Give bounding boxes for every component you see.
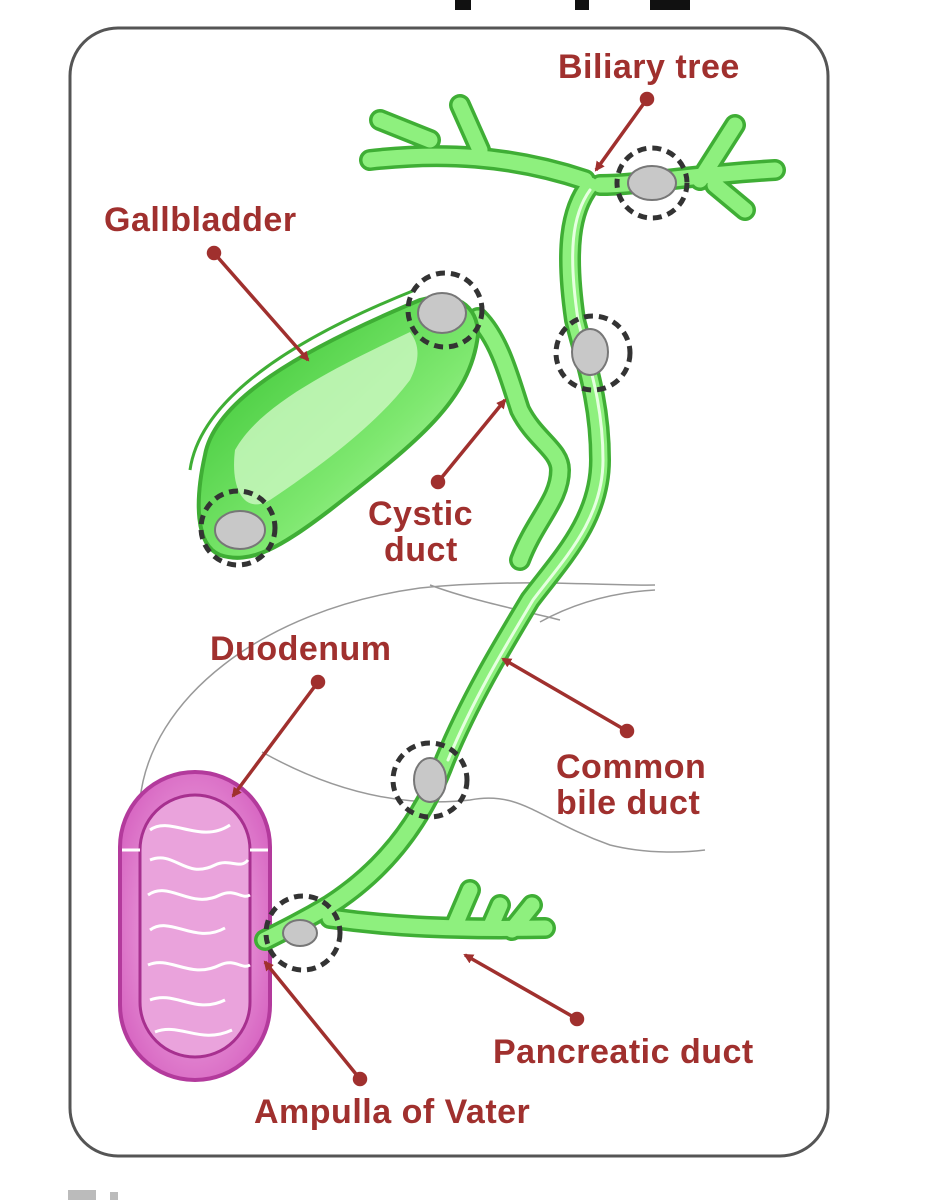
stone-common-bile-duct bbox=[390, 740, 470, 820]
arrow-cystic-duct bbox=[430, 398, 507, 490]
stone-hepatic-duct bbox=[553, 313, 633, 393]
label-biliary-tree: Biliary tree bbox=[558, 48, 740, 86]
duodenum bbox=[118, 770, 272, 1082]
arrow-duodenum bbox=[231, 674, 326, 798]
arrow-gallbladder bbox=[206, 245, 310, 362]
label-ampulla-of-vater: Ampulla of Vater bbox=[254, 1093, 530, 1131]
arrow-ampulla-of-vater bbox=[263, 960, 368, 1087]
arrow-pancreatic-duct bbox=[463, 953, 585, 1027]
arrow-biliary-tree bbox=[594, 91, 655, 172]
label-gallbladder: Gallbladder bbox=[104, 201, 297, 239]
labels: Biliary tree Gallbladder Cystic duct Duo… bbox=[104, 48, 754, 1131]
stone-gallbladder-neck bbox=[405, 270, 485, 350]
label-cystic-duct-line1: Cystic bbox=[368, 495, 473, 533]
label-common-bile-duct-line2: bile duct bbox=[556, 784, 700, 822]
stone-ampulla bbox=[263, 893, 343, 973]
stone-gallbladder-fundus bbox=[198, 488, 278, 568]
label-pancreatic-duct: Pancreatic duct bbox=[493, 1033, 754, 1071]
clipped-caption-fragment bbox=[68, 1190, 118, 1200]
arrow-common-bile-duct bbox=[501, 657, 635, 739]
label-cystic-duct-line2: duct bbox=[384, 531, 458, 569]
stone-markers bbox=[198, 145, 690, 973]
label-common-bile-duct-line1: Common bbox=[556, 748, 706, 786]
gallbladder bbox=[188, 288, 481, 560]
pointer-arrows bbox=[206, 91, 655, 1087]
stone-biliary-tree bbox=[614, 145, 690, 221]
clipped-title-fragment bbox=[455, 0, 690, 10]
body-outline bbox=[139, 582, 706, 853]
label-duodenum: Duodenum bbox=[210, 630, 392, 668]
